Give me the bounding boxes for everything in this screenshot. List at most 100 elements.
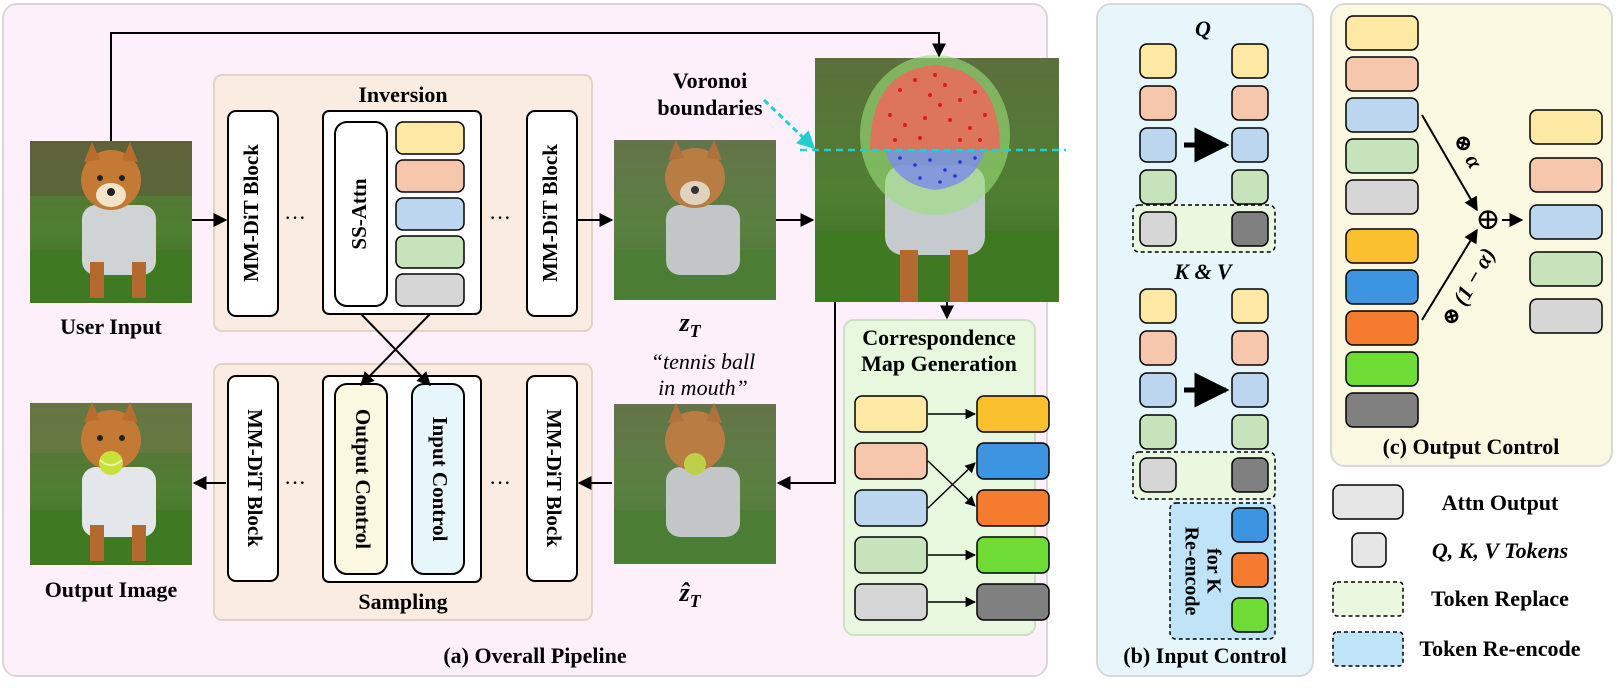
user-input-label: User Input [60,314,162,339]
voronoi-to-zhat-arrow [776,302,836,490]
sampling-ellipsis-right: ··· [489,470,511,495]
inversion-block-left-label: MM-DiT Block [239,144,263,282]
q-right-green [1231,169,1269,205]
ss-attn-block [334,121,388,307]
legend-attn-output-swatch [1332,484,1404,520]
oc-top-green [1345,138,1419,174]
ss-token-yellow [395,121,465,155]
corr-dst-yellow [976,395,1050,433]
z-t-symbol: zT [678,308,701,341]
kv-right-blue [1231,372,1269,408]
reencode-orange [1231,552,1269,588]
sampling-label: Sampling [358,589,447,614]
corr-src-peach [854,442,928,480]
reencode-green [1231,597,1269,633]
q-right-peach [1231,85,1269,121]
oplus-symbol: ⊕ [1475,203,1500,236]
oc-top-blue [1345,97,1419,133]
sampling-block-left-label: MM-DiT Block [243,409,267,547]
legend-token-replace-label: Token Replace [1431,586,1569,611]
one-minus-alpha-arrow [1421,228,1478,321]
input-control-block [411,383,465,575]
corr-src-blue [854,489,928,527]
sampling-ellipsis-left: ··· [284,470,306,495]
kv-left-green [1139,414,1177,450]
reencode-label-line-1: Re-encode [1180,527,1202,616]
kv-left-blue [1139,372,1177,408]
ss-attn-label: SS-Attn [347,178,371,250]
oc-bottom-orange [1345,310,1419,346]
correspondence-label-line-2: Map Generation [861,351,1017,376]
q-right-blue [1231,127,1269,163]
q-left-blue [1139,127,1177,163]
sampling-block-right-label: MM-DiT Block [542,409,566,547]
oc-bottom-gray [1345,392,1419,428]
kv-right-yellow [1231,288,1269,324]
inversion-block-right [526,110,578,317]
sampling-block-left [227,375,279,582]
ss-token-blue [395,197,465,231]
user-input-image [30,141,192,303]
ss-token-green [395,235,465,269]
oc-top-yellow [1345,15,1419,51]
oc-top-peach [1345,56,1419,92]
kv-right-gray [1231,457,1269,493]
kv-right-green [1231,414,1269,450]
user-input-to-voronoi-arrow [110,32,946,141]
inversion-label: Inversion [358,82,447,107]
inversion-ellipsis-left: ··· [284,205,306,230]
oc-bottom-green [1345,351,1419,387]
oc-bottom-blue [1345,269,1419,305]
kv-right-peach [1231,330,1269,366]
voronoi-pointer-arrow [762,98,816,150]
kv-left-peach [1139,330,1177,366]
panel-a-caption: (a) Overall Pipeline [443,643,627,668]
ss-token-gray [395,273,465,307]
oc-result-yellow [1529,109,1603,145]
corr-dst-blue [976,442,1050,480]
corr-arrow-3 [927,462,976,509]
z-hat-t-image [614,403,776,564]
panel-c-caption: (c) Output Control [1383,434,1560,459]
correspondence-label-line-1: Correspondence [862,325,1016,350]
z-t-image [614,140,776,300]
voronoi-image [815,55,1059,302]
corr-src-green [854,536,928,574]
oc-top-gray [1345,179,1419,215]
panel-b-caption: (b) Input Control [1123,643,1286,668]
legend-tokens-label: Q, K, V Tokens [1432,538,1568,563]
corr-dst-green [976,536,1050,574]
oc-result-gray [1529,298,1603,334]
alpha-arrow [1421,114,1478,212]
legend-token-reencode-label: Token Re-encode [1419,636,1580,661]
corr-dst-gray [976,583,1050,621]
q-right-yellow [1231,43,1269,79]
legend-tokens-swatch [1351,532,1387,568]
sampling-block-right [526,375,578,582]
output-control-label: Output Control [351,409,375,549]
legend-token-reencode-swatch [1332,631,1404,667]
q-left-yellow [1139,43,1177,79]
prompt-line-1: “tennis ball [651,349,756,374]
q-left-green [1139,169,1177,205]
voronoi-label-line-1: Voronoi [673,68,748,93]
oc-result-green [1529,251,1603,287]
corr-src-yellow [854,395,928,433]
corr-src-gray [854,583,928,621]
output-image-label: Output Image [45,577,178,602]
voronoi-label-line-2: boundaries [657,95,763,120]
inversion-ellipsis-right: ··· [489,205,511,230]
reencode-label-line-2: for K [1202,548,1224,594]
z-hat-t-symbol: ẑT [678,578,701,611]
cross-arrow-to-output-control [360,313,431,387]
oc-bottom-yellow [1345,228,1419,264]
legend-attn-output-label: Attn Output [1442,490,1559,515]
legend-token-replace-swatch [1332,581,1404,617]
q-label: Q [1195,16,1211,41]
q-left-peach [1139,85,1177,121]
oc-result-blue [1529,204,1603,240]
input-control-label: Input Control [428,416,452,541]
output-image [30,402,192,565]
kv-left-yellow [1139,288,1177,324]
